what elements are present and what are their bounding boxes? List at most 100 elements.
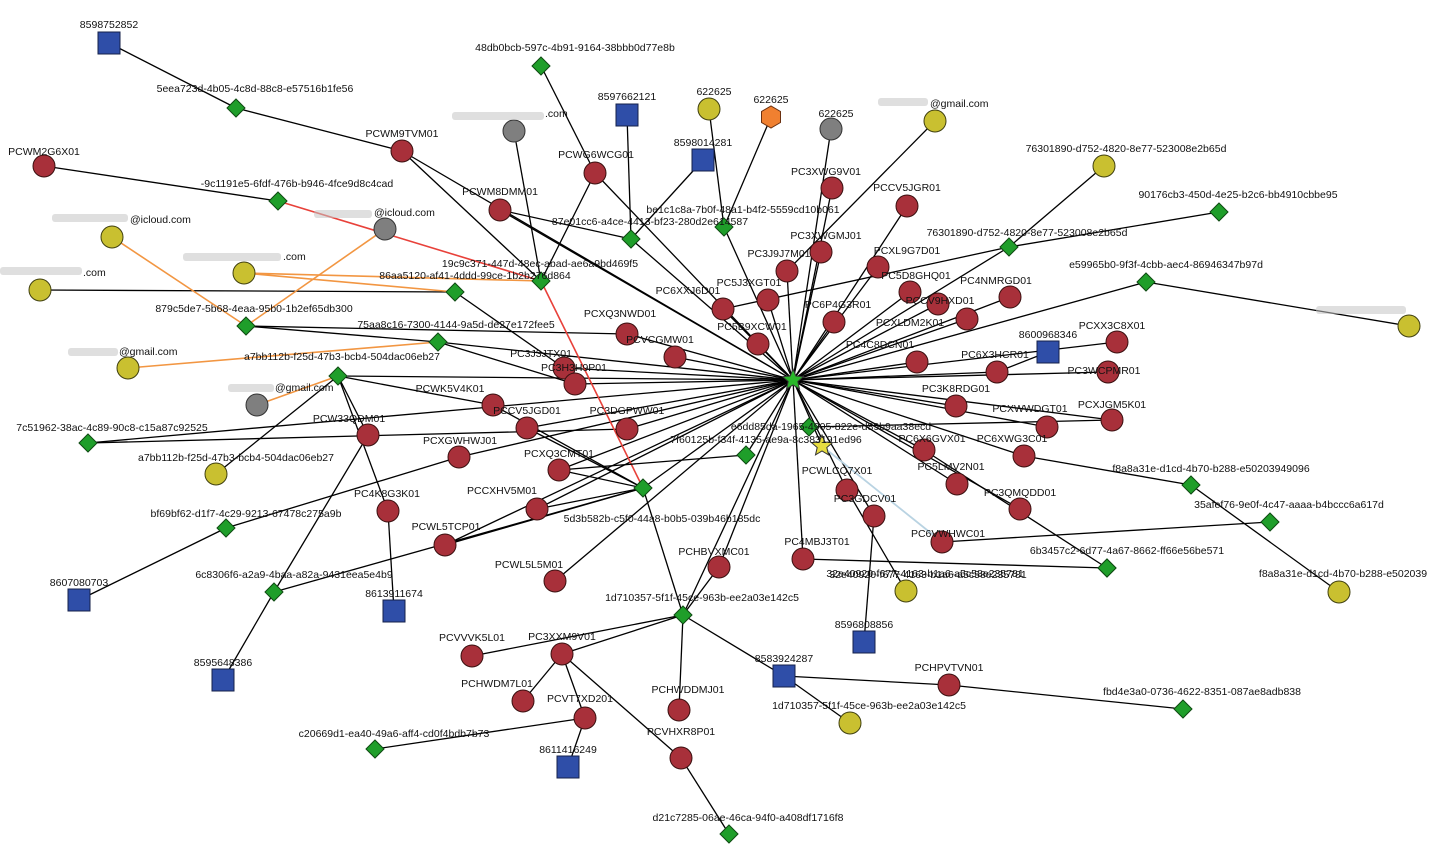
node-device-d2[interactable] <box>32 154 56 178</box>
node-device-d15[interactable] <box>822 310 846 334</box>
node-account-a5[interactable] <box>445 282 465 302</box>
node-device-d36[interactable] <box>547 458 571 482</box>
node-device-d24[interactable] <box>1096 360 1120 384</box>
node-account-a23[interactable] <box>1181 475 1201 495</box>
node-star-star[interactable] <box>810 433 834 456</box>
node-device-d35[interactable] <box>447 445 471 469</box>
node-device-d38[interactable] <box>835 478 859 502</box>
node-device-d13[interactable] <box>711 297 735 321</box>
node-account-a1[interactable] <box>531 56 551 76</box>
node-device-d14[interactable] <box>926 292 950 316</box>
node-device-d21[interactable] <box>1105 330 1129 354</box>
node-device-d8[interactable] <box>775 259 799 283</box>
node-device-d34[interactable] <box>912 438 936 462</box>
node-device-d48[interactable] <box>460 644 484 668</box>
node-device-d28[interactable] <box>1035 415 1059 439</box>
node-device-d30[interactable] <box>515 416 539 440</box>
node-phone-p4[interactable] <box>1036 340 1060 364</box>
node-device-d17[interactable] <box>746 332 770 356</box>
node-email_gray-e5[interactable] <box>502 119 526 143</box>
node-account-a27[interactable] <box>799 417 819 437</box>
node-email-e4[interactable] <box>923 109 947 133</box>
node-device-d53[interactable] <box>573 706 597 730</box>
node-device-d18[interactable] <box>955 307 979 331</box>
node-account-a25[interactable] <box>1097 558 1117 578</box>
node-device-d37[interactable] <box>945 472 969 496</box>
node-device-d41[interactable] <box>376 499 400 523</box>
node-device-d47[interactable] <box>543 569 567 593</box>
node-account-a10[interactable] <box>216 518 236 538</box>
node-email-e15[interactable] <box>1327 580 1351 604</box>
node-device-d10[interactable] <box>898 280 922 304</box>
node-phone-p2[interactable] <box>615 103 639 127</box>
node-device-d49[interactable] <box>550 642 574 666</box>
node-account-a22[interactable] <box>1136 272 1156 292</box>
node-device-d27[interactable] <box>944 394 968 418</box>
node-email-e16[interactable] <box>894 579 918 603</box>
node-device-d52[interactable] <box>667 698 691 722</box>
node-device-d33[interactable] <box>1012 444 1036 468</box>
node-account-a8[interactable] <box>328 366 348 386</box>
node-device-d42[interactable] <box>862 504 886 528</box>
node-account-a21[interactable] <box>1209 202 1229 222</box>
node-phone-p8[interactable] <box>852 630 876 654</box>
node-email_gray-e3[interactable] <box>819 117 843 141</box>
node-account-a4[interactable] <box>531 271 551 291</box>
node-phone-p5[interactable] <box>67 588 91 612</box>
node-device-d26[interactable] <box>481 393 505 417</box>
node-device-d11[interactable] <box>998 285 1022 309</box>
node-device-d39[interactable] <box>1008 497 1032 521</box>
node-device-d32[interactable] <box>356 423 380 447</box>
node-email-e1[interactable] <box>697 97 721 121</box>
node-device-d1[interactable] <box>390 139 414 163</box>
node-hexagon-e2[interactable] <box>761 105 781 129</box>
node-account-a14[interactable] <box>673 605 693 625</box>
node-account-a2[interactable] <box>226 98 246 118</box>
node-device-d50[interactable] <box>937 673 961 697</box>
node-device-d5[interactable] <box>820 176 844 200</box>
node-email_gray-e11[interactable] <box>245 393 269 417</box>
node-device-d9[interactable] <box>866 255 890 279</box>
node-account-a9[interactable] <box>78 433 98 453</box>
node-email-e8[interactable] <box>232 261 256 285</box>
node-phone-p7[interactable] <box>211 668 235 692</box>
node-account-a12[interactable] <box>365 739 385 759</box>
node-email-e9[interactable] <box>28 278 52 302</box>
node-device-d29[interactable] <box>1100 408 1124 432</box>
node-phone-p9[interactable] <box>772 664 796 688</box>
node-account-a3[interactable] <box>268 191 288 211</box>
node-device-d45[interactable] <box>791 547 815 571</box>
node-account-a15[interactable] <box>633 478 653 498</box>
node-device-d31[interactable] <box>615 417 639 441</box>
node-account-a19[interactable] <box>714 217 734 237</box>
node-email-e6[interactable] <box>100 225 124 249</box>
node-email-e10[interactable] <box>116 356 140 380</box>
node-device-d4[interactable] <box>488 198 512 222</box>
node-device-d51[interactable] <box>511 689 535 713</box>
node-phone-p1[interactable] <box>97 31 121 55</box>
node-device-d25[interactable] <box>563 372 587 396</box>
node-email-e12[interactable] <box>204 462 228 486</box>
node-account-a7[interactable] <box>428 332 448 352</box>
node-device-d43[interactable] <box>433 533 457 557</box>
node-device-d6[interactable] <box>895 194 919 218</box>
node-account-a6[interactable] <box>236 316 256 336</box>
node-email_gray-e7[interactable] <box>373 217 397 241</box>
node-phone-p6[interactable] <box>382 599 406 623</box>
node-hub-hub[interactable] <box>781 367 805 390</box>
node-device-d20[interactable] <box>905 350 929 374</box>
node-device-d16[interactable] <box>615 322 639 346</box>
node-device-d54[interactable] <box>669 746 693 770</box>
node-device-d22[interactable] <box>985 360 1009 384</box>
node-account-a17[interactable] <box>736 445 756 465</box>
node-phone-p10[interactable] <box>556 755 580 779</box>
node-device-d46[interactable] <box>707 555 731 579</box>
node-device-d19[interactable] <box>663 345 687 369</box>
node-phone-p3[interactable] <box>691 148 715 172</box>
node-device-d23[interactable] <box>552 356 576 380</box>
node-account-a24[interactable] <box>1260 512 1280 532</box>
node-email-e14[interactable] <box>1092 154 1116 178</box>
node-device-d3[interactable] <box>583 161 607 185</box>
node-device-d12[interactable] <box>756 288 780 312</box>
node-account-a26[interactable] <box>1173 699 1193 719</box>
